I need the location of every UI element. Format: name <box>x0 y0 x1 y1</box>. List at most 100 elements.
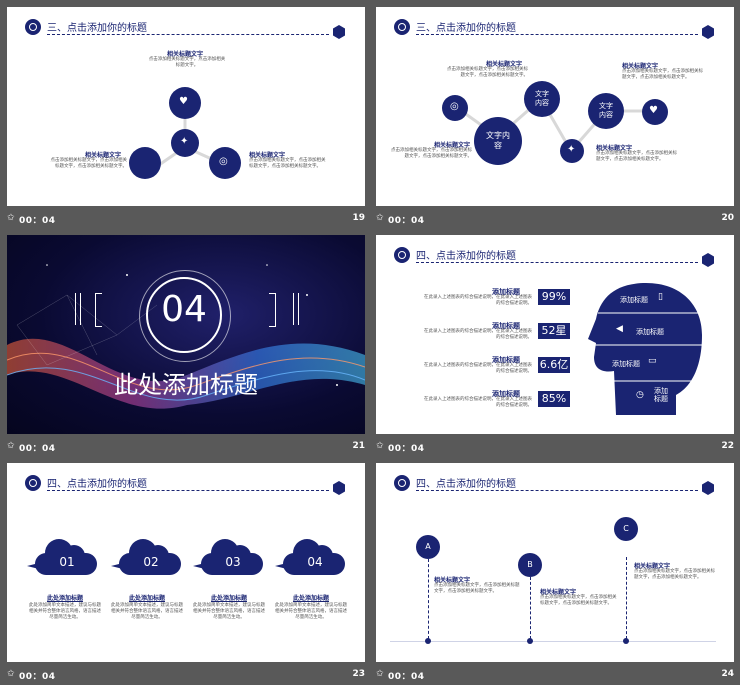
slide-21: 04 此处添加标题 <box>7 235 365 434</box>
slide-caption: ✩ 00：04 24 <box>376 669 734 683</box>
number-ring <box>146 277 222 353</box>
circle-target: ◎ <box>442 95 468 121</box>
bracket-left <box>95 293 102 327</box>
related-title: 相关标题文字 <box>540 589 577 596</box>
item-body: 在此录入上述图表的综合描述说明，在此录入上述图表的综合描述说明。 <box>424 329 532 340</box>
milestone-point <box>527 638 533 644</box>
related-title: 相关标题文字 <box>167 51 204 58</box>
slide-heading: 四、点击添加你的标题 <box>416 479 516 490</box>
related-title: 相关标题文字 <box>85 152 122 159</box>
section-title: 此处添加标题 <box>114 371 258 399</box>
slide-heading: 四、点击添加你的标题 <box>47 479 147 490</box>
related-body: 点击添加相关标题文字，点击添加相关标题文字，点击添加相关标题文字。 <box>622 69 703 80</box>
circle-target: ◎ <box>209 147 241 179</box>
related-title: 相关标题文字 <box>434 142 471 149</box>
slide-number: 24 <box>721 669 734 679</box>
star-icon: ✩ <box>376 441 384 451</box>
item-body: 在此录入上述图表的综合描述说明，在此录入上述图表的综合描述说明。 <box>424 363 532 374</box>
heading-divider <box>416 262 698 263</box>
related-body: 点击添加相关标题文字，点击添加相关标题文字，点击添加相关标题文字。 <box>447 67 528 78</box>
cloud-badge: 01 <box>27 535 97 575</box>
item-title: 添加标题 <box>492 322 520 330</box>
related-title: 相关标题文字 <box>596 145 633 152</box>
slide-number: 21 <box>352 441 365 451</box>
related-body: 点击添加相关标题文字，点击添加相关标题文字，点击添加相关标题文字。 <box>434 583 520 594</box>
item-title: 此处添加标题 <box>128 595 165 602</box>
slide-24: 四、点击添加你的标题 A 相关标题文字 点击添加相关标题文字，点击添加相关标题文… <box>376 463 734 662</box>
item-body: 此处添加简单文本描述，建议与标题相关并符合整体语言风格，语言描述尽量简洁生动。 <box>111 603 183 620</box>
cloud-number: 01 <box>59 555 75 569</box>
related-title: 相关标题文字 <box>622 63 659 70</box>
circle-text: 文字内容 <box>535 90 549 107</box>
item-title: 此处添加标题 <box>292 595 329 602</box>
hexagon-icon <box>333 25 345 39</box>
bracket-left <box>75 293 81 325</box>
value-box: 52星期 <box>538 323 570 353</box>
slide-time: 00：04 <box>388 444 425 454</box>
head-silhouette <box>588 283 702 415</box>
circle-heart: ♥ <box>642 99 668 125</box>
heading-divider <box>416 34 698 35</box>
timeline-axis <box>390 641 716 642</box>
slide-heading: 三、点击添加你的标题 <box>416 23 516 34</box>
related-body: 点击添加相关标题文字，点击添加相关标题文字，点击添加相关标题文字。 <box>596 151 677 162</box>
bracket-right <box>269 293 276 327</box>
head-label: 添加标题 <box>612 360 640 368</box>
hexagon-icon <box>702 253 714 267</box>
related-body: 点击添加相关标题文字，点击添加相关标题文字，点击添加相关标题文字。 <box>540 595 617 606</box>
slide-caption: ✩ 00：04 21 <box>7 441 365 455</box>
star-icon: ✩ <box>376 213 384 223</box>
star-icon: ✩ <box>7 213 15 223</box>
circle-bulb: ✦ <box>171 129 199 157</box>
abstract-wave-art <box>7 264 365 409</box>
slide-number: 19 <box>352 213 365 223</box>
slide-time: 00：04 <box>388 216 425 226</box>
cloud-number: 04 <box>307 555 323 569</box>
section-logo-icon <box>25 19 41 35</box>
heart-hand-icon: ♥ <box>649 105 658 116</box>
related-body: 点击添加相关标题文字，点击添加相关标题文字。 <box>148 57 226 68</box>
circle-bulb: ✦ <box>560 139 584 163</box>
door-icon: ▯ <box>658 292 663 302</box>
related-title: 相关标题文字 <box>486 61 523 68</box>
cloud-badge: 04 <box>275 535 345 575</box>
target-icon: ◎ <box>450 101 459 112</box>
slide-19: 三、点击添加你的标题 相关标题文字 点击添加相关标题文字，点击添加相关标题文字。… <box>7 7 365 206</box>
monitor-icon: ▭ <box>648 356 657 366</box>
related-body: 点击添加相关标题文字，点击添加相关标题文字，点击添加相关标题文字。 <box>391 148 472 159</box>
slide-23: 四、点击添加你的标题 01 02 03 04 此处添加标题 此处添加简单文本描述… <box>7 463 365 662</box>
milestone-stem <box>428 559 429 639</box>
star-icon: ✩ <box>376 669 384 679</box>
heart-hand-icon: ♥ <box>179 96 188 107</box>
value-box: 85% <box>538 391 570 407</box>
slide-20: 三、点击添加你的标题 ◎ 文字内容 文字内容 ✦ 文字内容 ♥ 相关标题文字 点… <box>376 7 734 206</box>
milestone-c: C <box>614 517 638 541</box>
item-body: 在此录入上述图表的综合描述说明，在此录入上述图表的综合描述说明。 <box>424 397 532 408</box>
cloud-number: 02 <box>143 555 159 569</box>
section-logo-icon <box>394 247 410 263</box>
item-title: 此处添加标题 <box>210 595 247 602</box>
related-body: 点击添加相关标题文字，点击添加相关标题文字，点击添加相关标题文字。 <box>50 158 128 169</box>
related-title: 相关标题文字 <box>249 152 286 159</box>
slide-22: 四、点击添加你的标题 添加标题 在此录入上述图表的综合描述说明，在此录入上述图表… <box>376 235 734 434</box>
milestone-b: B <box>518 553 542 577</box>
slide-time: 00：04 <box>19 444 56 454</box>
hexagon-icon <box>702 25 714 39</box>
circle-heart: ♥ <box>169 87 201 119</box>
item-body: 此处添加简单文本描述，建议与标题相关并符合整体语言风格，语言描述尽量简洁生动。 <box>29 603 101 620</box>
head-label: 添加标题 <box>636 328 664 336</box>
value-box: 6.6亿 <box>538 357 570 373</box>
cloud-number: 03 <box>225 555 241 569</box>
cloud-badge: 03 <box>193 535 263 575</box>
slide-caption: ✩ 00：04 20 <box>376 213 734 227</box>
slide-caption: ✩ 00：04 23 <box>7 669 365 683</box>
slide-number: 22 <box>721 441 734 451</box>
value-box: 99% <box>538 289 570 305</box>
circle-text-small: 文字内容 <box>524 81 560 117</box>
target-icon: ◎ <box>219 156 228 167</box>
item-body: 此处添加简单文本描述，建议与标题相关并符合整体语言风格，语言描述尽量简洁生动。 <box>193 603 265 620</box>
slide-caption: ✩ 00：04 19 <box>7 213 365 227</box>
star-icon: ✩ <box>7 441 15 451</box>
head-label: 添加标题 <box>654 387 668 403</box>
item-title: 添加标题 <box>492 390 520 398</box>
